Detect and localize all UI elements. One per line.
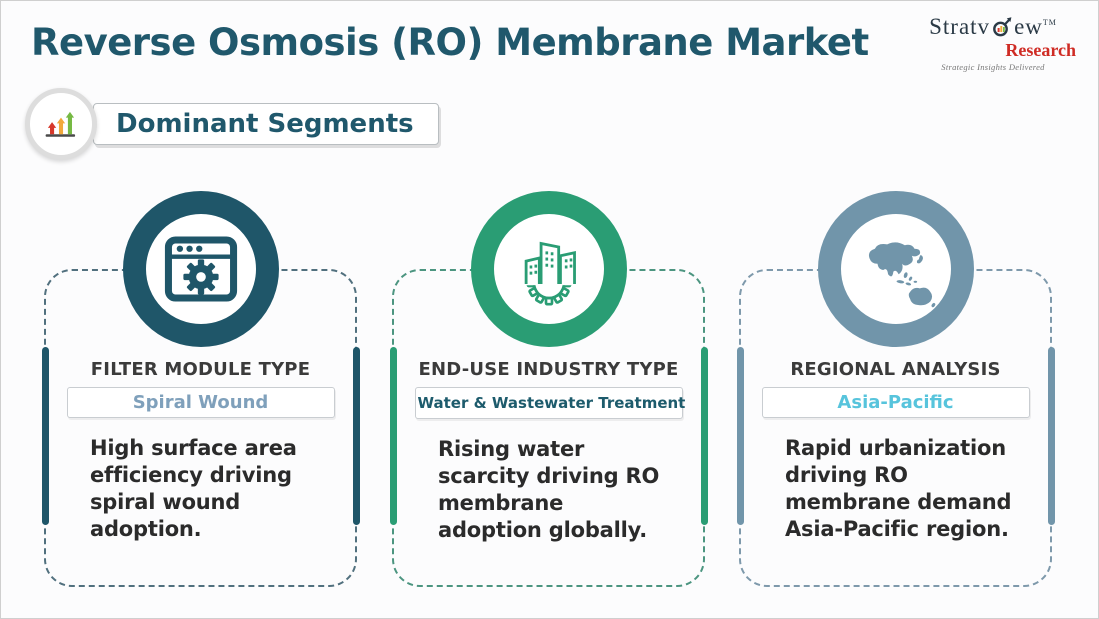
card-description: High surface area efficiency driving spi…: [90, 436, 297, 541]
brand-subname: Research: [1005, 40, 1076, 61]
brand-tagline: Strategic Insights Delivered: [941, 62, 1045, 73]
magnifier-chart-icon: [993, 17, 1012, 37]
card-heading: REGIONAL ANALYSIS: [790, 359, 1001, 380]
card-icon-circle: [470, 191, 627, 347]
card-description: Rapid urbanization driving RO membrane d…: [785, 436, 1012, 541]
card-heading: END-USE INDUSTRY TYPE: [418, 359, 679, 380]
browser-gear-icon: [164, 236, 237, 302]
card-icon-circle: [817, 191, 974, 347]
card-value: Spiral Wound: [132, 392, 269, 413]
accent-bar-left: [41, 347, 49, 525]
card-value-box: Spiral Wound: [66, 387, 335, 418]
brand-text-left: Stratv: [929, 14, 991, 39]
card-value-box: Water & Wastewater Treatment: [414, 387, 686, 419]
card-icon-circle: [122, 191, 279, 347]
growth-arrows-icon: [25, 88, 97, 160]
trademark-mark: TM: [1042, 17, 1057, 27]
accent-bar-right: [700, 347, 708, 525]
page-title: Reverse Osmosis (RO) Membrane Market: [31, 21, 869, 64]
accent-bar-left: [736, 347, 744, 525]
industry-buildings-gear-icon: [524, 241, 576, 306]
card-value-box: Asia-Pacific: [761, 387, 1030, 418]
card-value: Asia-Pacific: [837, 392, 954, 413]
accent-bar-right: [352, 347, 360, 525]
card-value: Water & Wastewater Treatment: [417, 394, 686, 412]
segment-card-regional-analysis: REGIONAL ANALYSIS Asia-Pacific Rapid urb…: [736, 191, 1055, 587]
card-heading: FILTER MODULE TYPE: [90, 359, 311, 380]
accent-bar-left: [389, 347, 397, 525]
stratview-research-logo: Stratv ew TM Research Strategic Insights…: [904, 14, 1082, 73]
segment-card-end-use-industry-type: END-USE INDUSTRY TYPE Water & Wastewater…: [389, 191, 708, 587]
accent-bar-right: [1047, 347, 1055, 525]
three-arrows-up-icon: [45, 111, 76, 137]
segment-card-filter-module-type: FILTER MODULE TYPE Spiral Wound High sur…: [41, 191, 360, 587]
card-description: Rising water scarcity driving RO membran…: [438, 437, 660, 542]
brand-name: Stratv ew TM: [904, 14, 1082, 39]
section-badge: Dominant Segments: [93, 103, 439, 145]
brand-text-right: ew: [1014, 14, 1043, 39]
asia-pacific-map-icon: [868, 242, 935, 308]
